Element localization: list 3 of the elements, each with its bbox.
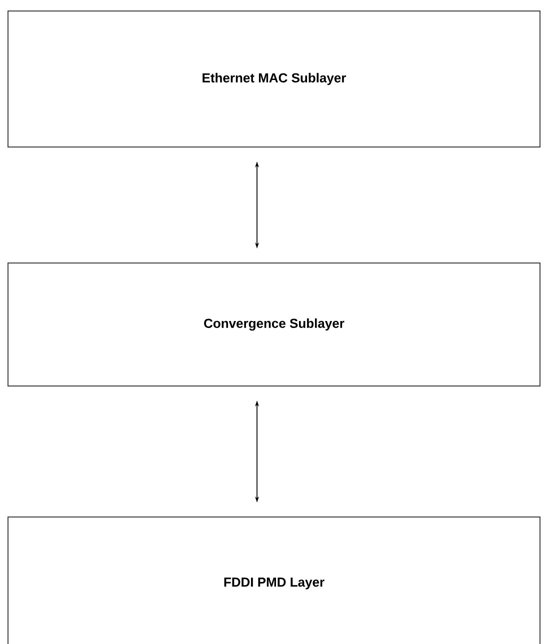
layer-box: FDDI PMD Layer	[8, 516, 540, 644]
layer-box: Ethernet MAC Sublayer	[8, 10, 540, 148]
layer-box: Convergence Sublayer	[8, 262, 540, 386]
